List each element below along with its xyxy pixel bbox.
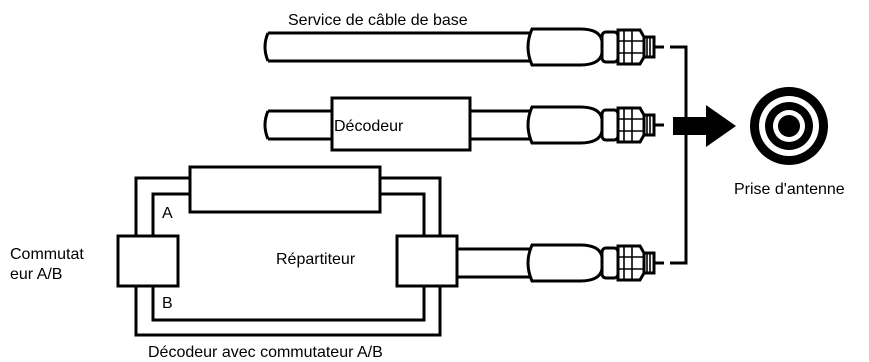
antenna-jack-icon: [750, 87, 828, 165]
loop-decoder-box: [188, 165, 382, 214]
decoder-line: [263, 96, 666, 152]
decoder-with-switch-label: Décodeur avec commutateur A/B: [148, 344, 383, 361]
coaxial-connector-icon: [526, 27, 666, 67]
splitter-box: [395, 234, 459, 288]
basic-cable-line: [263, 27, 666, 67]
splitter-label: Répartiteur: [276, 251, 356, 268]
coaxial-connector-icon: [526, 243, 666, 283]
port-a-label: A: [162, 205, 173, 222]
basic-cable-label: Service de câble de base: [288, 12, 468, 29]
decoder-label: Décodeur: [334, 118, 404, 135]
port-b-label: B: [162, 295, 173, 312]
coaxial-connector-icon: [526, 105, 666, 145]
decoder-box: [330, 96, 472, 152]
merge-bracket: [670, 45, 688, 265]
ab-switch-box: [116, 234, 180, 288]
ab-switch-label-line1: Commutat: [10, 246, 84, 263]
ab-switch-label-line2: eur A/B: [10, 266, 62, 283]
arrow-right-icon: [673, 105, 736, 147]
ab-switch-assembly: [116, 165, 666, 337]
antenna-jack-label: Prise d'antenne: [734, 181, 845, 198]
